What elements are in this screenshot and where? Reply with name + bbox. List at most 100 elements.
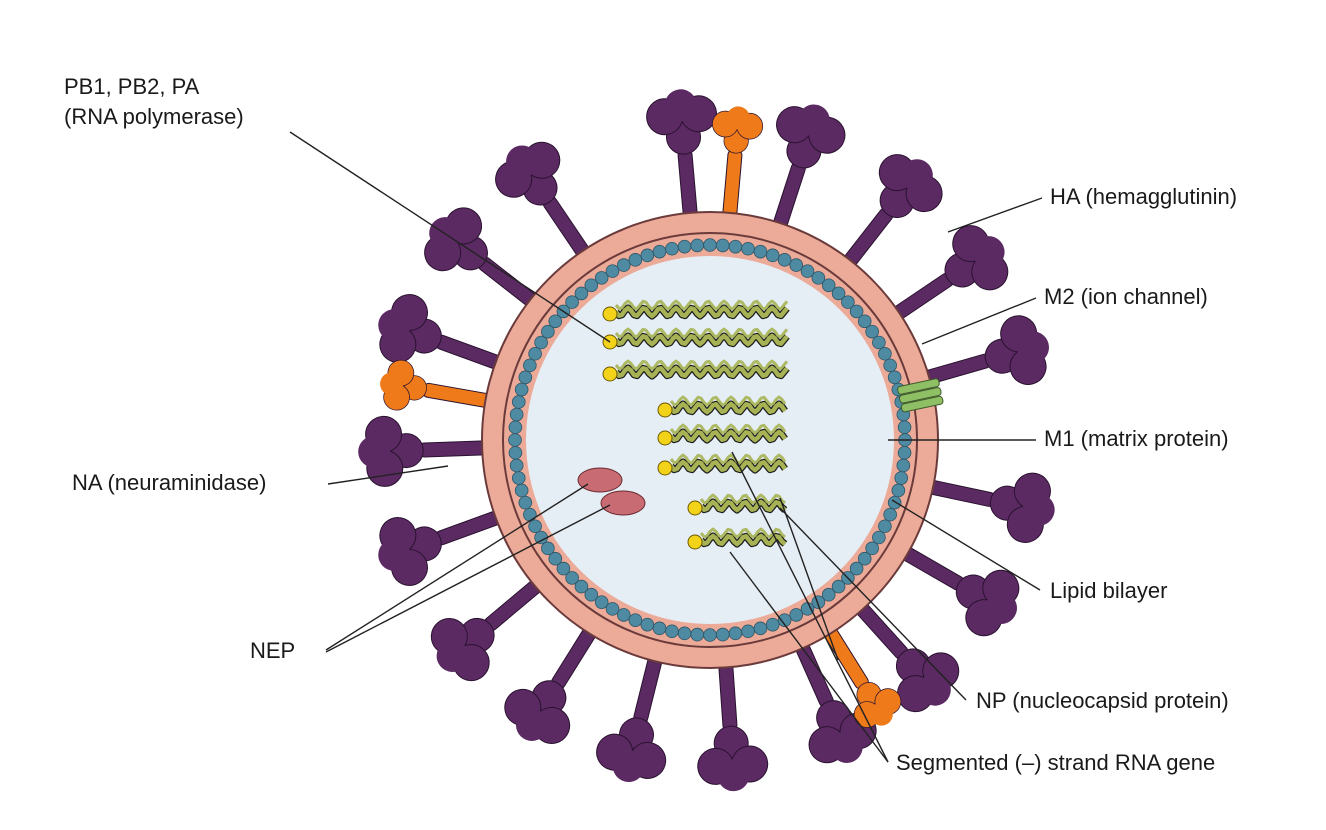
m1-bead: [541, 541, 555, 556]
label-na: NA (neuraminidase): [72, 470, 267, 495]
ha-spike-lobe: [918, 673, 951, 706]
m1-bead: [883, 358, 897, 373]
m1-bead: [715, 238, 730, 253]
m1-bead: [534, 335, 548, 350]
leader-ha: [947, 197, 1043, 233]
m1-bead: [715, 627, 730, 642]
nep-proteins: [577, 467, 646, 516]
rna-strand: [699, 527, 786, 539]
m1-bead: [652, 621, 667, 636]
m1-bead: [777, 613, 792, 627]
na-spike-lobe: [726, 106, 750, 130]
rna-strand: [614, 299, 789, 311]
m1-bead: [821, 587, 836, 602]
label-nep: NEP: [250, 638, 296, 663]
m1-bead: [703, 238, 717, 252]
m1-bead: [777, 253, 792, 267]
m1-bead: [677, 239, 692, 254]
m1-bead: [523, 507, 537, 522]
ha-spike-lobe: [358, 435, 391, 468]
m1-bead: [857, 551, 872, 566]
m1-bead: [741, 241, 755, 256]
ha-spike-head: [504, 680, 571, 744]
m1-bead: [548, 314, 563, 329]
label-m2: M2 (ion channel): [1044, 284, 1208, 309]
m1-bead: [511, 471, 526, 485]
ha-spike-head: [430, 617, 495, 682]
ha-spike-head: [808, 700, 877, 764]
polymerase-dot: [657, 430, 673, 446]
ha-spike-lobe: [797, 104, 830, 137]
rna-strand: [699, 499, 787, 513]
m1-bead: [789, 258, 804, 272]
m1-bead: [548, 551, 563, 566]
m1-bead: [894, 471, 909, 485]
m1-bead: [800, 602, 815, 616]
rna-strand: [669, 395, 787, 407]
ha-spike-head: [378, 294, 442, 363]
m2-helix: [900, 395, 944, 413]
m1-bead: [765, 248, 780, 263]
ha-spike-lobe: [378, 538, 411, 571]
m1-bead: [518, 495, 533, 510]
na-spike-lobe: [380, 372, 404, 396]
leader-polymerase: [289, 131, 611, 343]
m1-bead: [677, 626, 692, 641]
rna-strand: [614, 305, 789, 319]
m1-bead: [887, 370, 902, 385]
ha-spike-head: [358, 415, 424, 487]
m1-bead: [789, 608, 804, 622]
rna-strand: [699, 533, 787, 547]
m1-bead: [518, 370, 533, 385]
m1-bead: [753, 621, 768, 636]
m1-bead: [605, 602, 620, 616]
m1-bead: [640, 617, 655, 632]
rna-strand: [614, 327, 789, 339]
m1-bead: [690, 627, 705, 642]
m1-bead: [849, 304, 864, 319]
m1-bead: [528, 346, 542, 361]
rna-segment: [657, 395, 788, 418]
m1-bead: [896, 458, 911, 473]
m1-bead: [857, 314, 872, 329]
m1-bead: [878, 346, 892, 361]
m1-bead: [509, 458, 524, 473]
m1-bead: [565, 295, 579, 309]
rna-segment: [602, 299, 790, 322]
m1-bead: [831, 579, 846, 594]
ha-spike-head: [878, 154, 943, 218]
ha-spike-head: [424, 207, 488, 272]
m1-bead: [594, 595, 609, 609]
m1-bead: [508, 420, 523, 435]
label-ha: HA (hemagglutinin): [1050, 184, 1238, 209]
label-rna: Segmented (–) strand RNA gene: [896, 750, 1216, 775]
m1-bead: [605, 264, 620, 278]
rna-strand: [669, 401, 787, 415]
m2-helix: [897, 378, 940, 395]
label-np: NP (nucleocapsid protein): [976, 688, 1229, 713]
m1-bead: [514, 483, 529, 498]
nep-oval: [600, 490, 646, 516]
m1-bead: [652, 244, 667, 259]
polymerase-dot: [657, 402, 673, 418]
ha-spike: [697, 634, 769, 792]
m2-channel: [897, 378, 944, 413]
m1-bead: [878, 519, 892, 534]
ha-spike-lobe: [612, 750, 645, 783]
m1-bead: [565, 571, 579, 585]
polymerase-dot: [657, 460, 673, 476]
ha-spike-lobe: [1022, 493, 1055, 526]
leader-nep-1: [325, 483, 589, 651]
m1-bead: [800, 264, 815, 278]
ha-spike-head: [697, 725, 769, 792]
m1-bead: [508, 445, 523, 460]
ha-spike-lobe: [515, 708, 548, 741]
rna-strand: [699, 493, 786, 505]
m1-bead: [765, 617, 780, 632]
m1-bead: [584, 587, 599, 602]
m1-bead: [584, 278, 599, 293]
m1-bead: [887, 495, 902, 510]
polymerase-dot: [687, 534, 703, 550]
ha-spike-lobe: [436, 639, 469, 672]
ha-spike-lobe: [717, 759, 750, 792]
